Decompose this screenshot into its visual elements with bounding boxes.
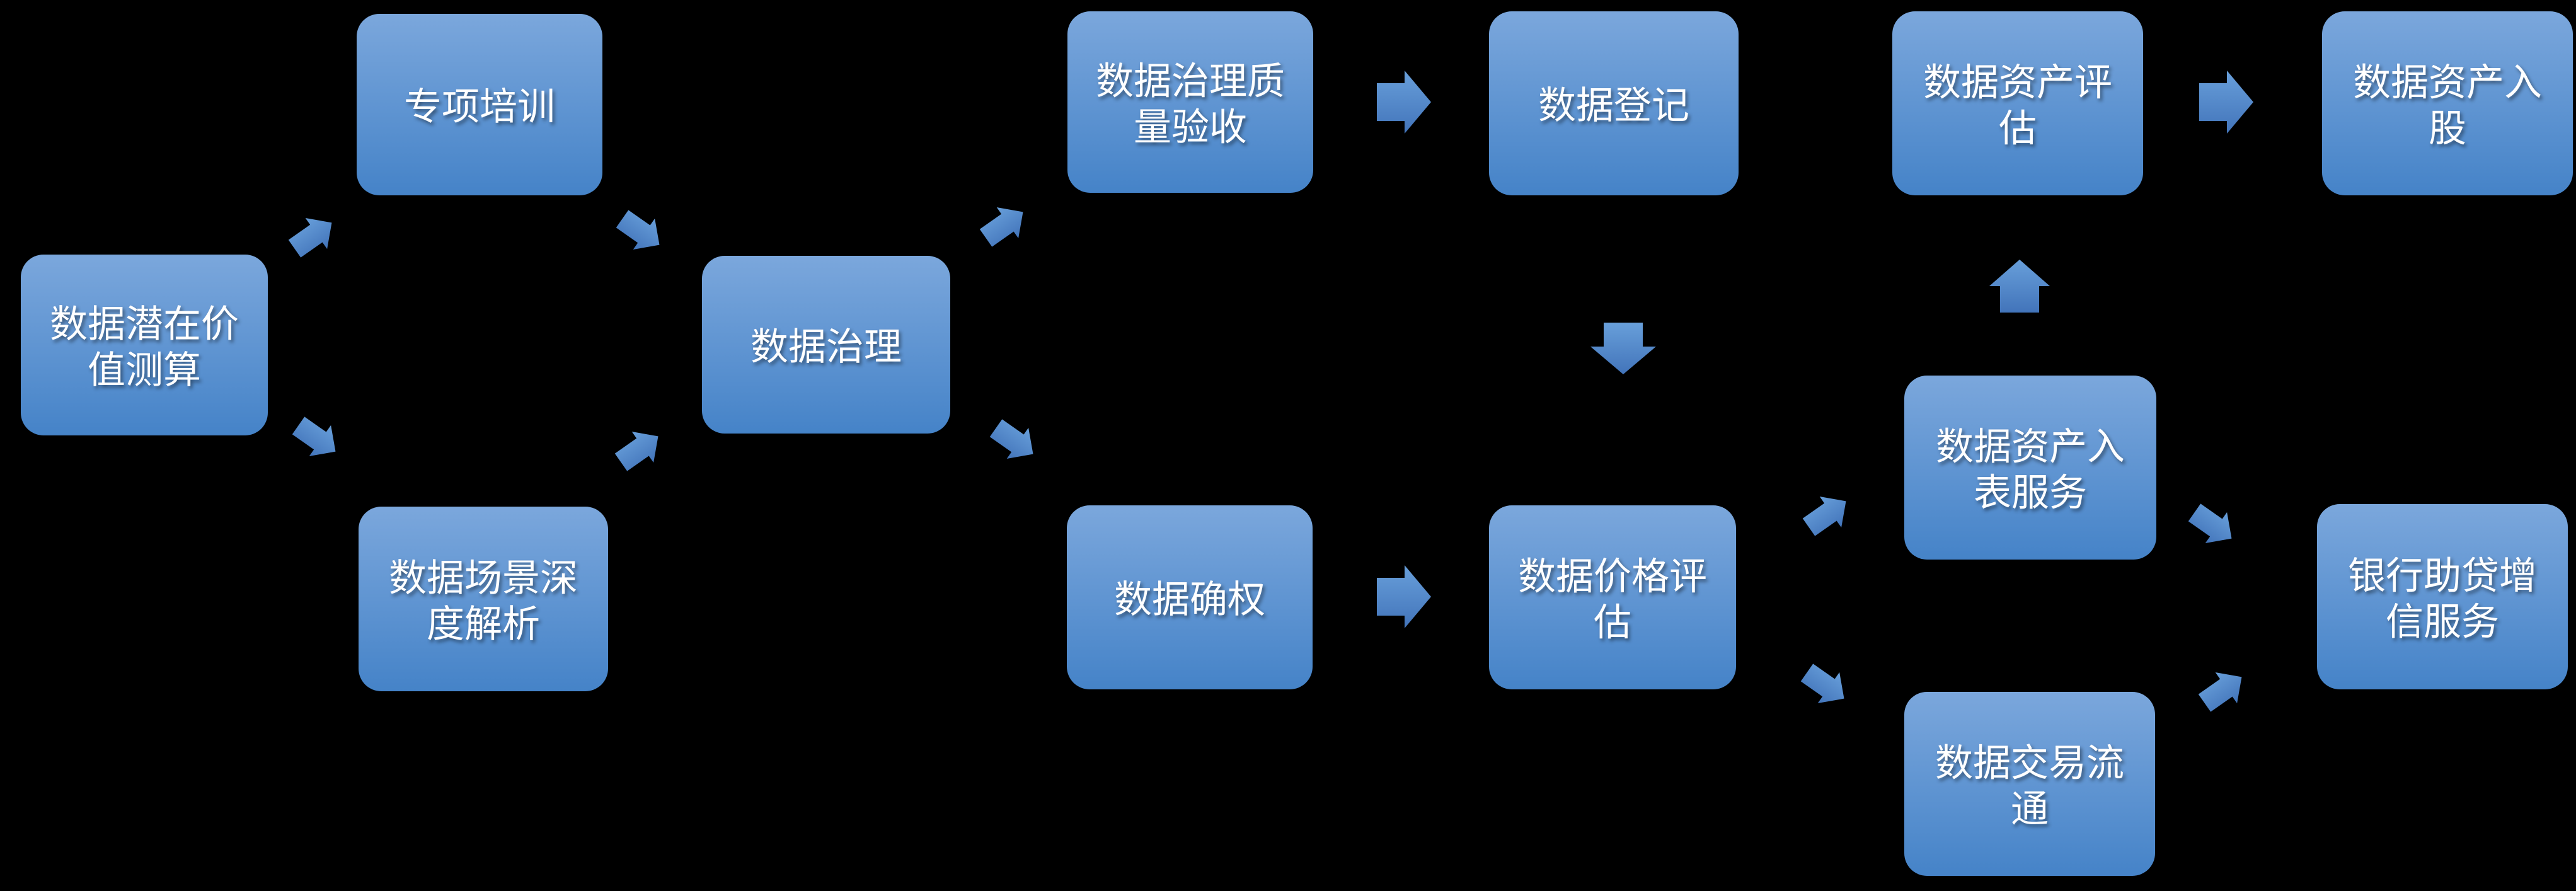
node-label-line: 通 bbox=[2011, 788, 2049, 831]
node-label: 数据场景深度解析 bbox=[389, 557, 578, 645]
node-box bbox=[1904, 692, 2155, 876]
arrow-asset-balance-sheet-service-to-data-asset-appraisal bbox=[1989, 260, 2050, 313]
arrow-layer bbox=[288, 71, 2253, 712]
node-data-price-evaluation: 数据价格评估 bbox=[1489, 505, 1736, 689]
node-bank-loan-credit-service: 银行助贷增信服务 bbox=[2317, 504, 2568, 689]
node-data-rights-confirmation: 数据确权 bbox=[1067, 505, 1313, 689]
node-label-line: 数据登记 bbox=[1538, 84, 1689, 127]
node-label: 数据价格评估 bbox=[1518, 556, 1707, 644]
node-label-line: 数据场景深 bbox=[389, 557, 578, 599]
arrow-special-training-to-data-governance bbox=[616, 210, 660, 250]
node-box bbox=[359, 507, 608, 691]
node-label-line: 值测算 bbox=[88, 349, 201, 391]
node-label-line: 度解析 bbox=[427, 603, 540, 645]
arrow-data-potential-value-to-special-training bbox=[288, 217, 332, 258]
arrow-data-price-evaluation-to-asset-balance-sheet-service bbox=[1802, 496, 1846, 536]
node-data-asset-appraisal: 数据资产评估 bbox=[1892, 11, 2143, 195]
node-data-trading-circulation: 数据交易流通 bbox=[1904, 692, 2155, 876]
node-label: 数据确权 bbox=[1114, 578, 1265, 621]
node-governance-quality-acceptance: 数据治理质量验收 bbox=[1067, 11, 1313, 193]
node-special-training: 专项培训 bbox=[357, 14, 602, 195]
node-data-potential-value: 数据潜在价值测算 bbox=[21, 255, 268, 435]
node-label-line: 数据价格评 bbox=[1518, 556, 1707, 598]
node-label-line: 数据资产入 bbox=[1936, 426, 2125, 468]
node-label-line: 估 bbox=[1594, 602, 1631, 644]
node-label-line: 银行助贷增 bbox=[2348, 555, 2537, 597]
arrow-data-asset-appraisal-to-data-asset-equity bbox=[2199, 71, 2253, 134]
node-label-line: 表服务 bbox=[1974, 472, 2087, 514]
node-label: 数据资产评估 bbox=[1923, 62, 2112, 150]
node-label-line: 数据资产评 bbox=[1923, 62, 2112, 104]
node-data-governance: 数据治理 bbox=[702, 256, 950, 434]
node-box bbox=[702, 256, 950, 434]
node-label-line: 数据治理 bbox=[750, 326, 902, 368]
arrow-data-potential-value-to-scenario-deep-analysis bbox=[292, 417, 336, 457]
node-scenario-deep-analysis: 数据场景深度解析 bbox=[359, 507, 608, 691]
node-box bbox=[2322, 11, 2573, 195]
node-label-line: 数据资产入 bbox=[2353, 62, 2542, 104]
node-label: 银行助贷增信服务 bbox=[2348, 555, 2537, 643]
arrow-data-rights-confirmation-to-data-price-evaluation bbox=[1377, 565, 1431, 628]
node-label: 数据资产入股 bbox=[2353, 62, 2542, 150]
node-label: 数据潜在价值测算 bbox=[50, 303, 239, 391]
node-data-registration: 数据登记 bbox=[1489, 11, 1739, 195]
node-box bbox=[2317, 504, 2568, 689]
arrow-scenario-deep-analysis-to-data-governance bbox=[614, 431, 658, 471]
node-label: 数据治理质量验收 bbox=[1096, 60, 1285, 149]
node-layer: 数据潜在价值测算专项培训数据场景深度解析数据治理数据治理质量验收数据登记数据资产… bbox=[21, 11, 2573, 876]
node-label-line: 数据治理质 bbox=[1096, 60, 1285, 103]
node-label-line: 数据潜在价 bbox=[50, 303, 239, 345]
node-box bbox=[21, 255, 268, 435]
arrow-asset-balance-sheet-service-to-bank-loan-credit-service bbox=[2188, 503, 2232, 544]
node-box bbox=[357, 14, 602, 195]
node-data-asset-equity: 数据资产入股 bbox=[2322, 11, 2573, 195]
node-label-line: 信服务 bbox=[2386, 601, 2499, 643]
node-box bbox=[1067, 11, 1313, 193]
arrow-governance-quality-acceptance-to-data-registration bbox=[1377, 71, 1431, 134]
arrow-data-trading-circulation-to-bank-loan-credit-service bbox=[2198, 672, 2242, 712]
node-label-line: 数据交易流 bbox=[1935, 742, 2124, 785]
node-label-line: 专项培训 bbox=[404, 86, 555, 128]
arrow-data-governance-to-governance-quality-acceptance bbox=[979, 207, 1023, 247]
node-label: 数据登记 bbox=[1538, 84, 1689, 127]
arrow-data-registration-to-data-price-evaluation bbox=[1590, 323, 1656, 374]
node-label: 专项培训 bbox=[404, 86, 555, 128]
node-label-line: 数据确权 bbox=[1114, 578, 1265, 621]
node-asset-balance-sheet-service: 数据资产入表服务 bbox=[1904, 376, 2156, 560]
node-label-line: 量验收 bbox=[1134, 106, 1247, 149]
node-box bbox=[1892, 11, 2143, 195]
node-box bbox=[1067, 505, 1313, 689]
node-box bbox=[1489, 11, 1739, 195]
node-box bbox=[1904, 376, 2156, 560]
node-label-line: 估 bbox=[1999, 108, 2037, 150]
arrow-data-governance-to-data-rights-confirmation bbox=[989, 419, 1033, 459]
node-label: 数据交易流通 bbox=[1935, 742, 2124, 831]
arrow-data-price-evaluation-to-data-trading-circulation bbox=[1800, 664, 1844, 704]
node-box bbox=[1489, 505, 1736, 689]
node-label: 数据治理 bbox=[750, 326, 902, 368]
node-label: 数据资产入表服务 bbox=[1936, 426, 2125, 514]
node-label-line: 股 bbox=[2429, 108, 2466, 150]
